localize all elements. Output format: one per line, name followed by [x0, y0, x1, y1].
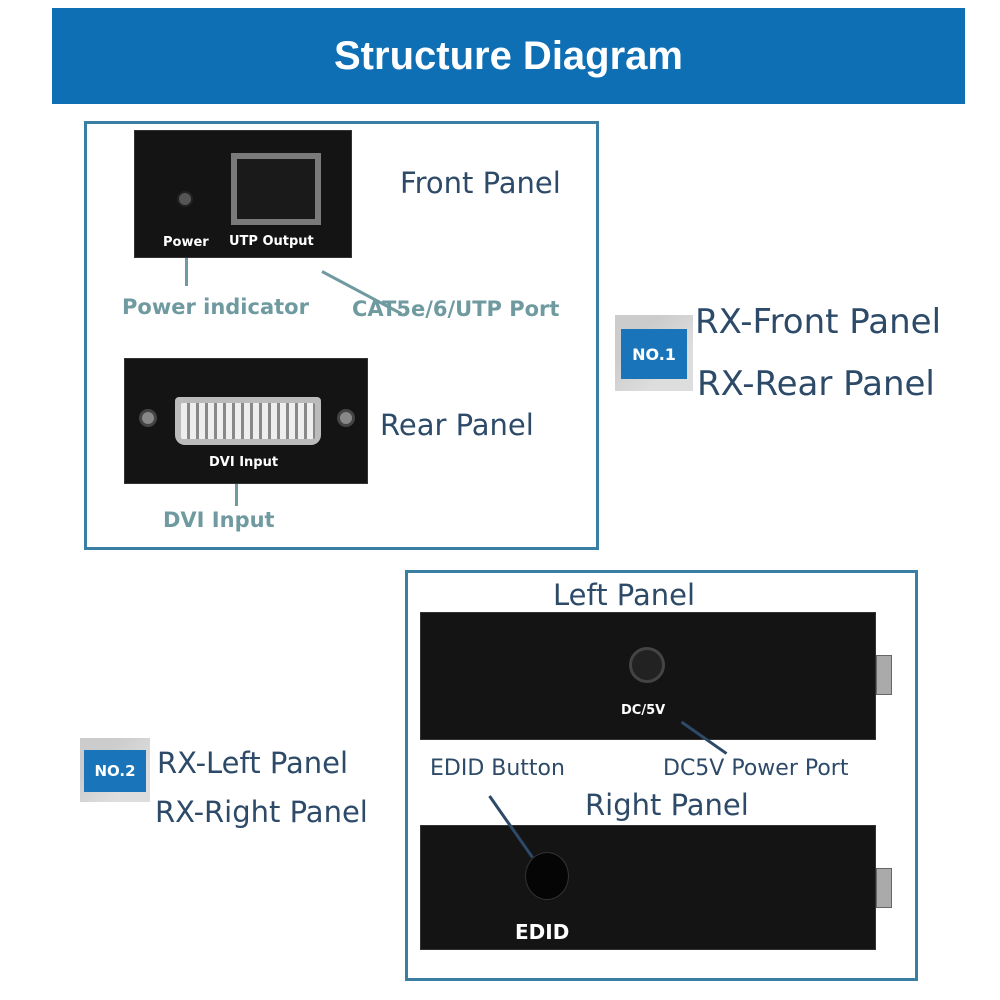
device-label-dvi-input: DVI Input [209, 455, 279, 470]
badge-no2: NO.2 [80, 738, 150, 802]
section2-frame [405, 570, 918, 981]
device-label-dc5v: DC/5V [621, 703, 666, 718]
rear-panel-device: DVI Input [124, 358, 368, 484]
title-rx-rear-panel: RX-Rear Panel [697, 364, 935, 404]
dc-jack-icon [629, 647, 665, 683]
left-panel-heading: Left Panel [553, 578, 696, 612]
right-panel-heading: Right Panel [585, 788, 749, 822]
callout-power-indicator: Power indicator [122, 295, 309, 319]
power-led-icon [177, 191, 193, 207]
screw-icon [139, 409, 157, 427]
callout-edid-button: EDID Button [430, 756, 565, 781]
screw-icon [337, 409, 355, 427]
callout-dc5v-power-port: DC5V Power Port [663, 756, 849, 781]
rj45-port-icon [231, 153, 321, 225]
title-rx-left-panel: RX-Left Panel [157, 746, 349, 780]
callout-line [185, 258, 188, 286]
connector-icon [876, 868, 892, 908]
left-panel-device: DC/5V [420, 612, 876, 740]
badge-no1: NO.1 [615, 315, 693, 391]
front-panel-device: Power UTP Output [134, 130, 352, 258]
rear-panel-heading: Rear Panel [380, 408, 534, 442]
right-panel-device: EDID [420, 825, 876, 950]
device-label-edid: EDID [515, 920, 570, 944]
section1-frame [84, 121, 599, 550]
dvi-port-icon [175, 397, 321, 445]
front-panel-heading: Front Panel [400, 166, 561, 200]
title-rx-right-panel: RX-Right Panel [155, 795, 368, 829]
edid-button-icon[interactable] [525, 852, 569, 900]
title-rx-front-panel: RX-Front Panel [695, 302, 942, 342]
device-label-power: Power [163, 235, 209, 250]
connector-icon [876, 655, 892, 695]
page-title: Structure Diagram [52, 8, 965, 104]
device-label-utp-output: UTP Output [229, 234, 314, 249]
callout-line [235, 484, 238, 506]
callout-dvi-input: DVI Input [163, 508, 275, 532]
callout-utp-port: CAT5e/6/UTP Port [352, 297, 560, 321]
